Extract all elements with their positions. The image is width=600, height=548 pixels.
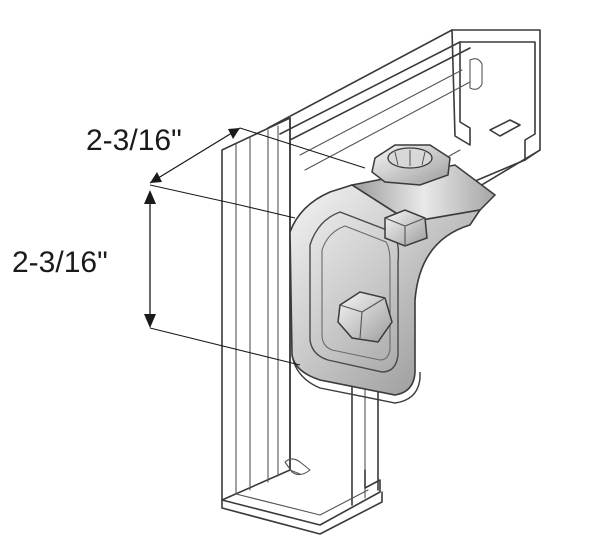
top-nut bbox=[371, 144, 451, 186]
top-dimension-line bbox=[149, 127, 241, 184]
upper-bolt-head bbox=[384, 209, 428, 247]
dimension-extension-lines bbox=[149, 127, 366, 366]
vertical-channel bbox=[221, 117, 383, 535]
side-dimension-label: 2-3/16" bbox=[12, 246, 108, 279]
lower-bolt-head bbox=[337, 291, 393, 343]
side-dimension-line bbox=[144, 190, 156, 328]
angle-bracket bbox=[289, 164, 497, 404]
top-dimension-label: 2-3/16" bbox=[86, 124, 182, 157]
